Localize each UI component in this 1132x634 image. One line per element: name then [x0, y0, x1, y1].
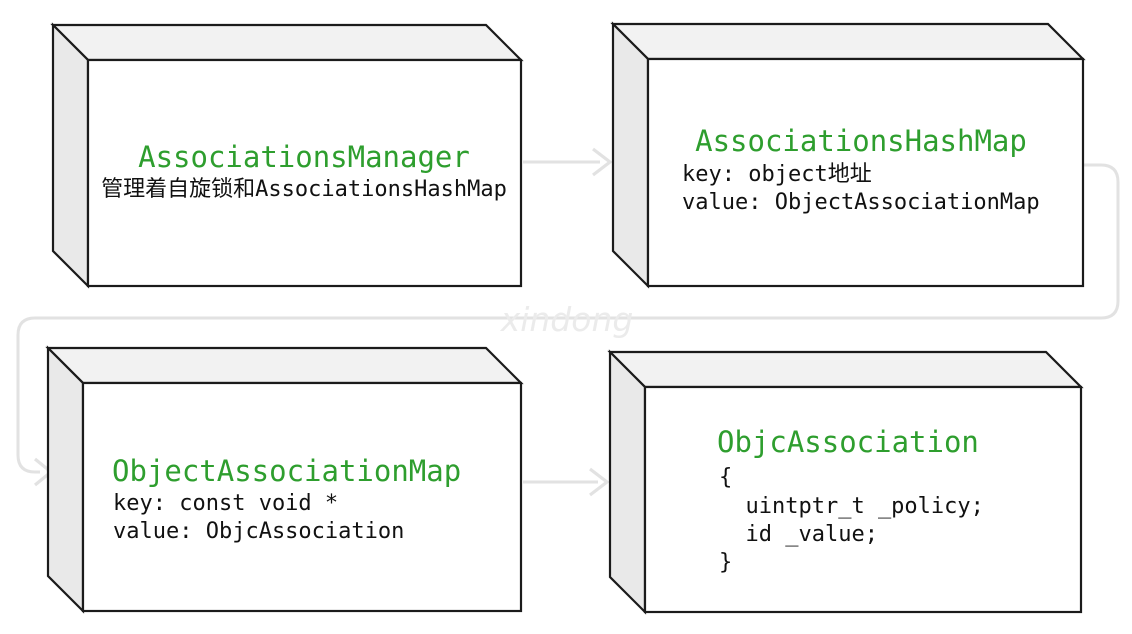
node-body-line: key: const void *: [113, 491, 338, 516]
node-front-face: [86, 58, 523, 288]
node-title: AssociationsHashMap: [695, 124, 1027, 158]
node-front-face: [643, 385, 1083, 614]
watermark-text: xindong: [500, 300, 634, 339]
node-body-line: {: [719, 465, 732, 490]
node-front-face: [646, 57, 1085, 288]
connector-path: [16, 163, 1120, 474]
node-body-line: key: object地址: [682, 162, 872, 187]
node-objc-association: ObjcAssociation { uintptr_t _policy; id …: [607, 349, 1084, 615]
node-body-line: uintptr_t _policy;: [719, 494, 984, 519]
node-side-face: [51, 22, 90, 289]
arrowhead-right-icon: [589, 467, 610, 497]
arrow-objectmap-to-objcassociation: [523, 467, 610, 497]
node-associations-hashmap: AssociationsHashMap key: object地址 value:…: [610, 21, 1086, 289]
node-body-line: }: [719, 550, 732, 575]
arrow-manager-to-hashmap: [523, 147, 613, 177]
node-title: ObjectAssociationMap: [112, 454, 461, 488]
node-side-face: [611, 21, 650, 289]
node-body-line: id _value;: [719, 522, 878, 547]
node-side-face: [46, 345, 85, 614]
node-top-face: [607, 350, 1084, 389]
node-front-face: [81, 381, 523, 613]
connectors: [16, 147, 1120, 497]
node-top-face: [610, 22, 1086, 61]
node-associations-manager: AssociationsManager 管理着自旋锁和AssociationsH…: [50, 22, 524, 289]
node-object-association-map: ObjectAssociationMap key: const void * v…: [45, 345, 524, 614]
node-top-face: [50, 23, 524, 62]
node-body-line: value: ObjcAssociation: [113, 519, 404, 544]
node-side-face: [608, 349, 647, 615]
node-title: ObjcAssociation: [717, 425, 979, 459]
node-body-line: 管理着自旋锁和AssociationsHashMap: [101, 177, 507, 202]
arrowhead-right-icon: [592, 147, 613, 177]
node-body-line: value: ObjectAssociationMap: [682, 190, 1040, 215]
node-top-face: [45, 346, 524, 385]
node-title: AssociationsManager: [138, 140, 470, 174]
